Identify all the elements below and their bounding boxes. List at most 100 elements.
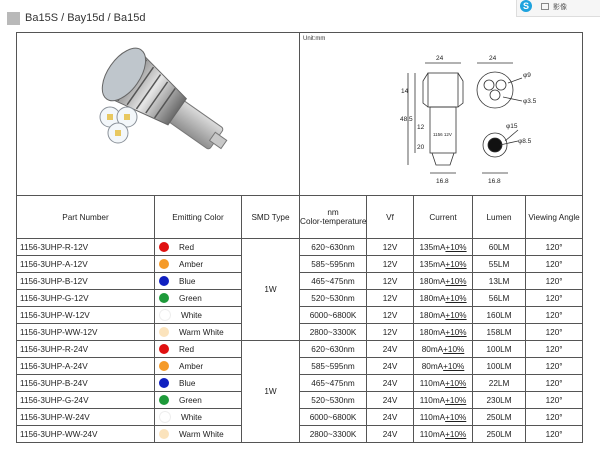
vf-cell: 12V <box>366 306 415 324</box>
current-value: 110mA <box>419 378 446 388</box>
current-tolerance: +10% <box>445 395 467 405</box>
lumen-cell: 100LM <box>472 340 527 358</box>
viewing-angle-cell: 120° <box>525 374 584 392</box>
dim-phi8-5: φ8.5 <box>518 138 532 145</box>
lumen-cell: 22LM <box>472 374 527 392</box>
part-number-cell: 1156-3UHP-R-24V <box>16 340 155 358</box>
current-cell: 110mA+10% <box>413 408 474 426</box>
part-number-cell: 1156-3UHP-B-12V <box>16 272 155 290</box>
color-label: Red <box>179 242 195 252</box>
color-temperature-cell: 520~530nm <box>299 391 368 409</box>
color-swatch-icon <box>159 309 171 321</box>
skype-logo-icon: S <box>520 0 532 12</box>
viewing-angle-cell: 120° <box>525 391 584 409</box>
part-number-cell: 1156-3UHP-B-24V <box>16 374 155 392</box>
emitting-color-cell: Blue <box>154 272 242 290</box>
color-swatch-icon <box>159 429 169 439</box>
viewing-angle-cell: 120° <box>525 323 584 341</box>
vf-cell: 12V <box>366 289 415 307</box>
header-square-icon <box>7 11 20 25</box>
dim-16-8-left: 16.8 <box>436 178 449 185</box>
vf-cell: 24V <box>366 408 415 426</box>
current-tolerance: +10% <box>445 259 467 269</box>
viewing-angle-cell: 120° <box>525 289 584 307</box>
vf-cell: 12V <box>366 323 415 341</box>
current-value: 80mA <box>421 361 444 371</box>
current-tolerance: +10% <box>445 429 467 439</box>
viewing-angle-cell: 120° <box>525 272 584 290</box>
current-value: 180mA <box>419 310 446 320</box>
lumen-cell: 158LM <box>472 323 527 341</box>
color-temperature-cell: 465~475nm <box>299 374 368 392</box>
vf-cell: 12V <box>366 255 415 273</box>
current-cell: 135mA+10% <box>413 255 474 273</box>
label-1156-12v: 1156 12V <box>433 132 452 137</box>
viewing-angle-cell: 120° <box>525 255 584 273</box>
page-header: Ba15S / Bay15d / Ba15d <box>7 10 145 26</box>
emitting-color-cell: Warm White <box>154 323 242 341</box>
dim-20: 20 <box>417 144 425 151</box>
current-tolerance: +10% <box>445 310 467 320</box>
vf-cell: 24V <box>366 391 415 409</box>
current-tolerance: +10% <box>445 378 467 388</box>
header-lumen: Lumen <box>472 195 527 239</box>
color-label: Warm White <box>179 429 224 439</box>
vf-cell: 24V <box>366 374 415 392</box>
smd-type-cell: 1W <box>240 340 301 443</box>
emitting-color-cell: Red <box>154 340 242 358</box>
current-cell: 180mA+10% <box>413 306 474 324</box>
color-swatch-icon <box>159 276 169 286</box>
part-number-cell: 1156-3UHP-WW-12V <box>16 323 155 341</box>
current-tolerance: +10% <box>443 344 465 354</box>
lumen-cell: 250LM <box>472 425 527 443</box>
lumen-cell: 55LM <box>472 255 527 273</box>
dim-24-right: 24 <box>489 55 497 62</box>
color-temperature-cell: 585~595nm <box>299 255 368 273</box>
current-value: 110mA <box>419 412 446 422</box>
dim-phi9: φ9 <box>523 72 531 79</box>
color-label: Red <box>179 344 195 354</box>
color-label: Green <box>179 395 202 405</box>
emitting-color-cell: Green <box>154 289 242 307</box>
color-temperature-cell: 520~530nm <box>299 289 368 307</box>
color-swatch-icon <box>159 327 169 337</box>
header-current: Current <box>413 195 474 239</box>
current-cell: 80mA+10% <box>413 357 474 375</box>
lumen-cell: 250LM <box>472 408 527 426</box>
lumen-cell: 13LM <box>472 272 527 290</box>
color-temperature-cell: 2800~3300K <box>299 323 368 341</box>
emitting-color-cell: White <box>154 408 242 426</box>
color-temperature-cell: 620~630nm <box>299 340 368 358</box>
lumen-cell: 230LM <box>472 391 527 409</box>
emitting-color-cell: Blue <box>154 374 242 392</box>
color-label: Amber <box>179 361 204 371</box>
current-value: 180mA <box>419 293 446 303</box>
part-number-cell: 1156-3UHP-R-12V <box>16 238 155 256</box>
current-tolerance: +10% <box>445 327 467 337</box>
dim-12: 12 <box>417 124 425 131</box>
emitting-color-cell: Amber <box>154 255 242 273</box>
emitting-color-cell: Warm White <box>154 425 242 443</box>
image-icon <box>541 3 549 10</box>
color-swatch-icon <box>159 411 171 423</box>
corner-widget[interactable]: S 影像 <box>516 0 600 17</box>
color-swatch-icon <box>159 242 169 252</box>
color-label: Green <box>179 293 202 303</box>
current-value: 135mA <box>419 242 446 252</box>
header-nm-line1: nm <box>327 208 339 217</box>
dim-16-8-right: 16.8 <box>488 178 501 185</box>
part-number-cell: 1156-3UHP-W-12V <box>16 306 155 324</box>
current-value: 135mA <box>419 259 446 269</box>
color-label: Blue <box>179 276 196 286</box>
color-swatch-icon <box>159 361 169 371</box>
current-cell: 80mA+10% <box>413 340 474 358</box>
